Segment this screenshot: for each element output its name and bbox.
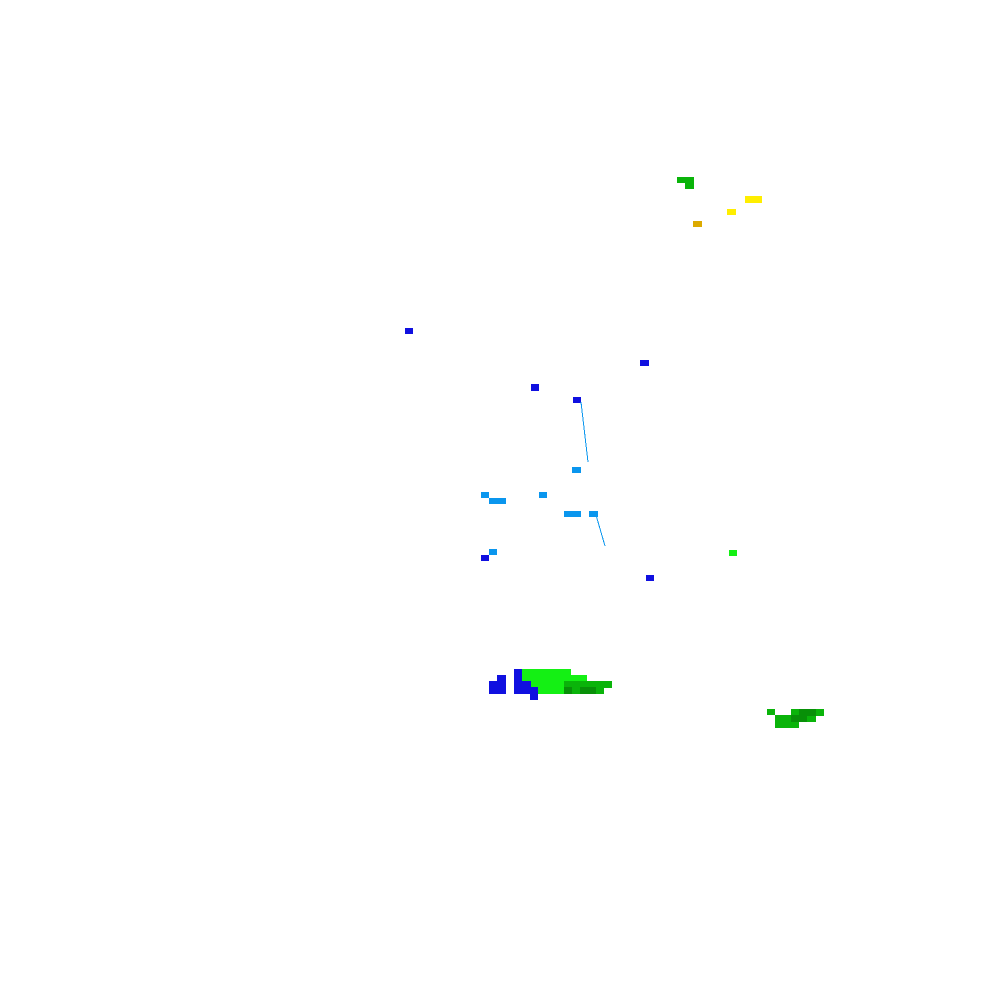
echo-cell [489, 498, 506, 504]
echo-cell [589, 511, 598, 517]
echo-cluster-south [489, 669, 612, 700]
echo-cell [767, 709, 775, 715]
echo-cell [799, 709, 816, 716]
echo-cell [572, 467, 581, 473]
echo-cell [405, 328, 413, 334]
echo-cell [727, 209, 736, 215]
echo-cluster-north-green [677, 177, 694, 189]
echo-cell [564, 681, 612, 688]
echo-cell [729, 550, 737, 556]
echo-cell [564, 687, 572, 694]
echo-cell [791, 715, 807, 722]
echo-cell [539, 492, 547, 498]
echo-cell [564, 511, 581, 517]
echo-scattered-blue [405, 328, 654, 581]
echo-cell [646, 575, 654, 581]
echo-cell [775, 721, 799, 728]
echo-cell [530, 687, 538, 700]
echo-east-isolated [729, 550, 737, 556]
echo-cell [497, 675, 506, 682]
echo-streak [580, 401, 589, 463]
echo-cell [522, 681, 531, 694]
echo-cell [514, 669, 523, 694]
echo-cell [481, 555, 489, 561]
echo-cell [573, 397, 581, 403]
echo-cluster-north-yellow [693, 196, 762, 227]
echo-cell [531, 384, 539, 391]
echo-cluster-southeast [767, 709, 824, 728]
echo-cell [481, 492, 489, 498]
echo-cell [489, 549, 497, 555]
echo-cell [580, 687, 596, 694]
echo-cell [677, 177, 694, 183]
echo-center-lightblue [481, 401, 606, 555]
echo-streak [595, 514, 606, 547]
echo-cell [685, 183, 694, 189]
echo-cell [745, 196, 762, 203]
echo-cell [538, 687, 564, 694]
echo-cell [693, 221, 702, 227]
echo-cell [640, 360, 649, 366]
echo-cell [489, 681, 506, 694]
